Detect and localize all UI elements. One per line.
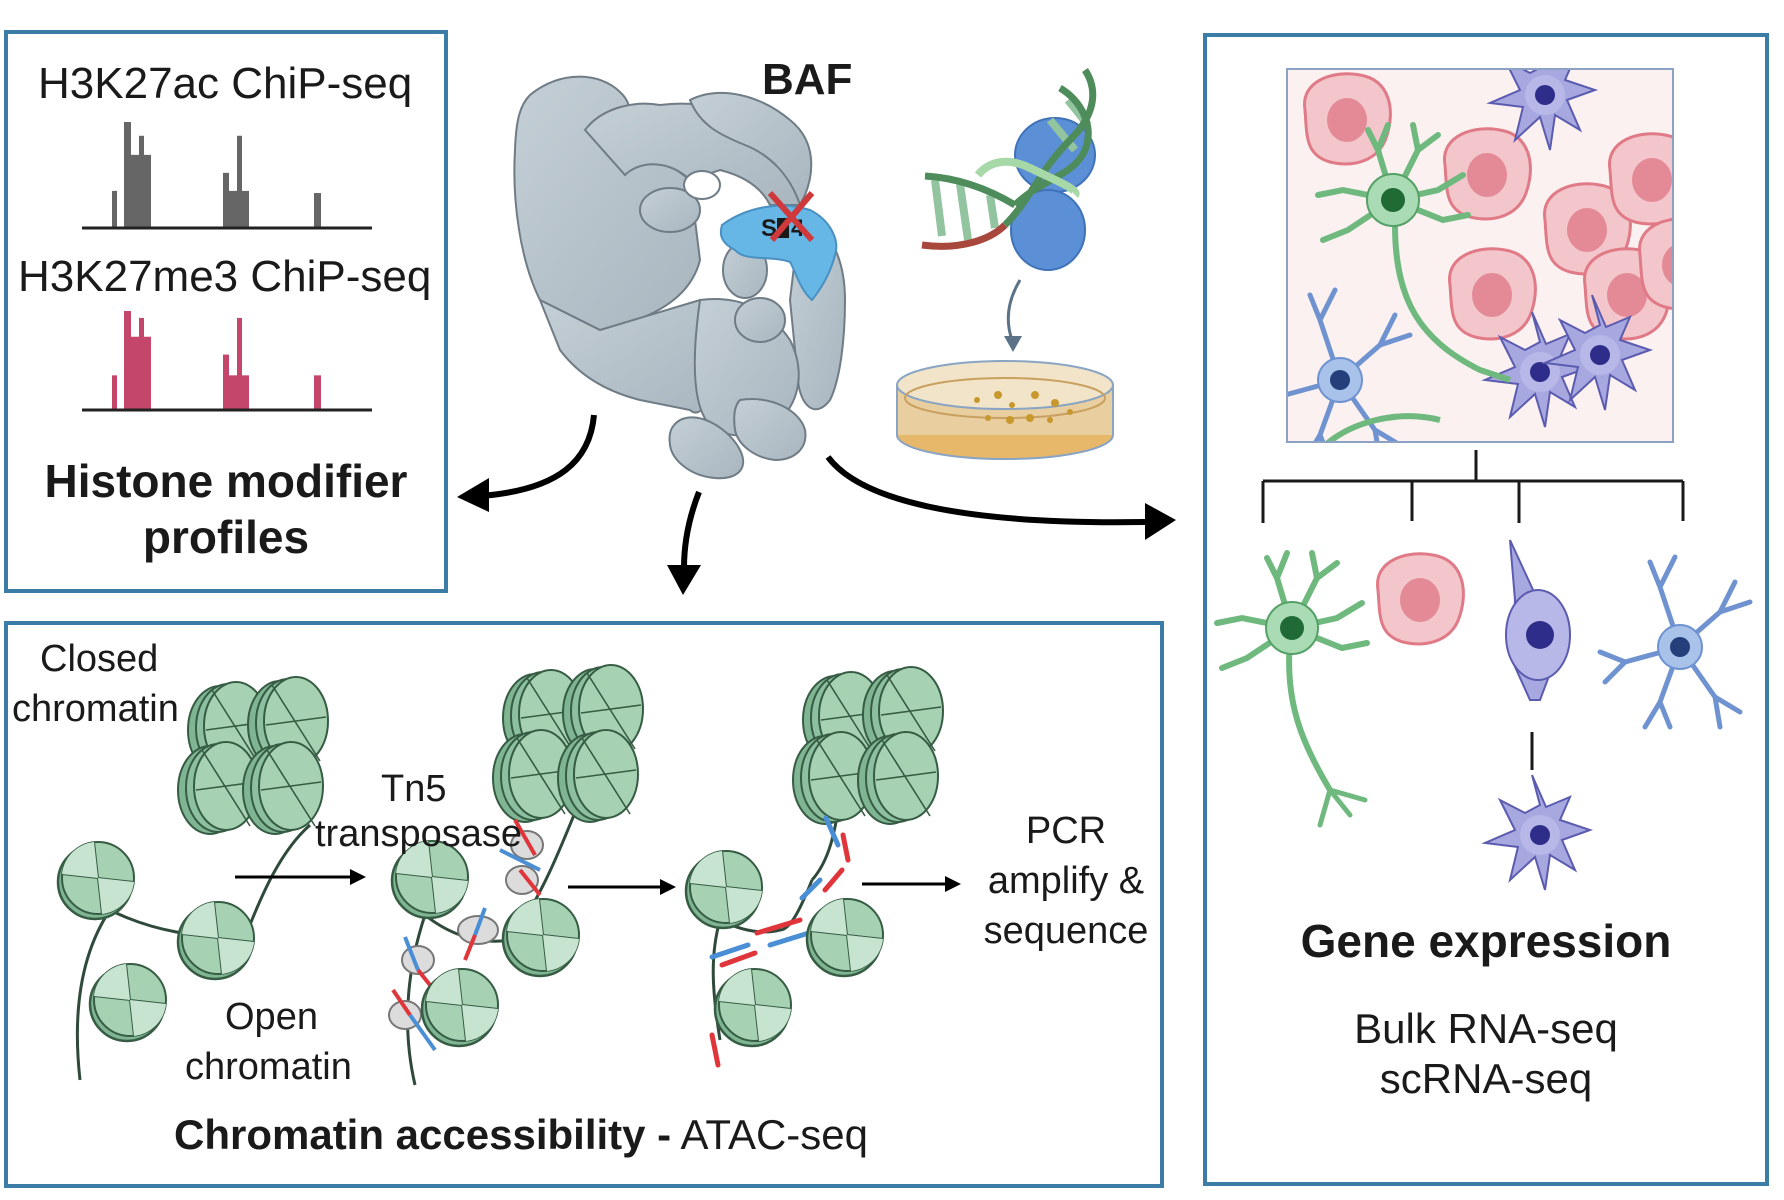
baf-subunit-label-prefix: S xyxy=(761,215,777,242)
arrow-to-histone-panel xyxy=(457,414,597,512)
atac-panel-title: Chromatin accessibility - ATAC-seq xyxy=(174,1114,868,1156)
atac-panel-title-bold: Chromatin accessibility - xyxy=(174,1111,672,1158)
atac-panel-title-method: ATAC-seq xyxy=(671,1111,869,1158)
transfect-arrow xyxy=(1006,279,1022,341)
dna-cas9-icon xyxy=(921,68,1097,271)
pcr-label-line1: PCR xyxy=(1025,810,1107,852)
baf-complex-body xyxy=(513,75,847,480)
closed-chromatin-label-line2: chromatin xyxy=(12,688,179,730)
histone-panel-title-line1: Histone modifier xyxy=(44,455,408,507)
h3k27ac-track-label: H3K27ac ChiP-seq xyxy=(38,59,413,108)
baf-complex-label: BAF xyxy=(762,55,853,104)
pcr-label-line2: amplify & xyxy=(987,860,1145,902)
bulk-rnaseq-label: Bulk RNA-seq xyxy=(1354,1005,1618,1052)
open-chromatin-label-line1: Open xyxy=(225,996,318,1038)
baf-catalytic-subunit xyxy=(719,204,838,302)
closed-chromatin-label-line1: Closed xyxy=(40,638,159,680)
open-chromatin-label-line2: chromatin xyxy=(185,1046,352,1088)
h3k27me3-track-label: H3K27me3 ChiP-seq xyxy=(18,252,432,301)
baf-central-cavity xyxy=(683,170,721,200)
pcr-label-line3: sequence xyxy=(983,910,1149,952)
gene-expression-title: Gene expression xyxy=(1300,915,1672,967)
knockout-x-icon xyxy=(767,191,815,242)
histone-modifier-panel xyxy=(4,30,448,593)
petri-dish-icon xyxy=(896,360,1114,460)
arrow-to-atac-panel xyxy=(667,490,702,595)
scrnaseq-label: scRNA-seq xyxy=(1379,1055,1593,1102)
baf-subunit-label-obscured xyxy=(777,218,789,238)
arrow-to-gene-expression-panel xyxy=(825,455,1176,540)
tn5-label-line2: transposase xyxy=(315,813,523,855)
histone-panel-title-line2: profiles xyxy=(142,511,310,563)
tn5-label-line1: Tn5 xyxy=(381,768,447,810)
baf-subunit-label-suffix: 4 xyxy=(791,215,805,242)
